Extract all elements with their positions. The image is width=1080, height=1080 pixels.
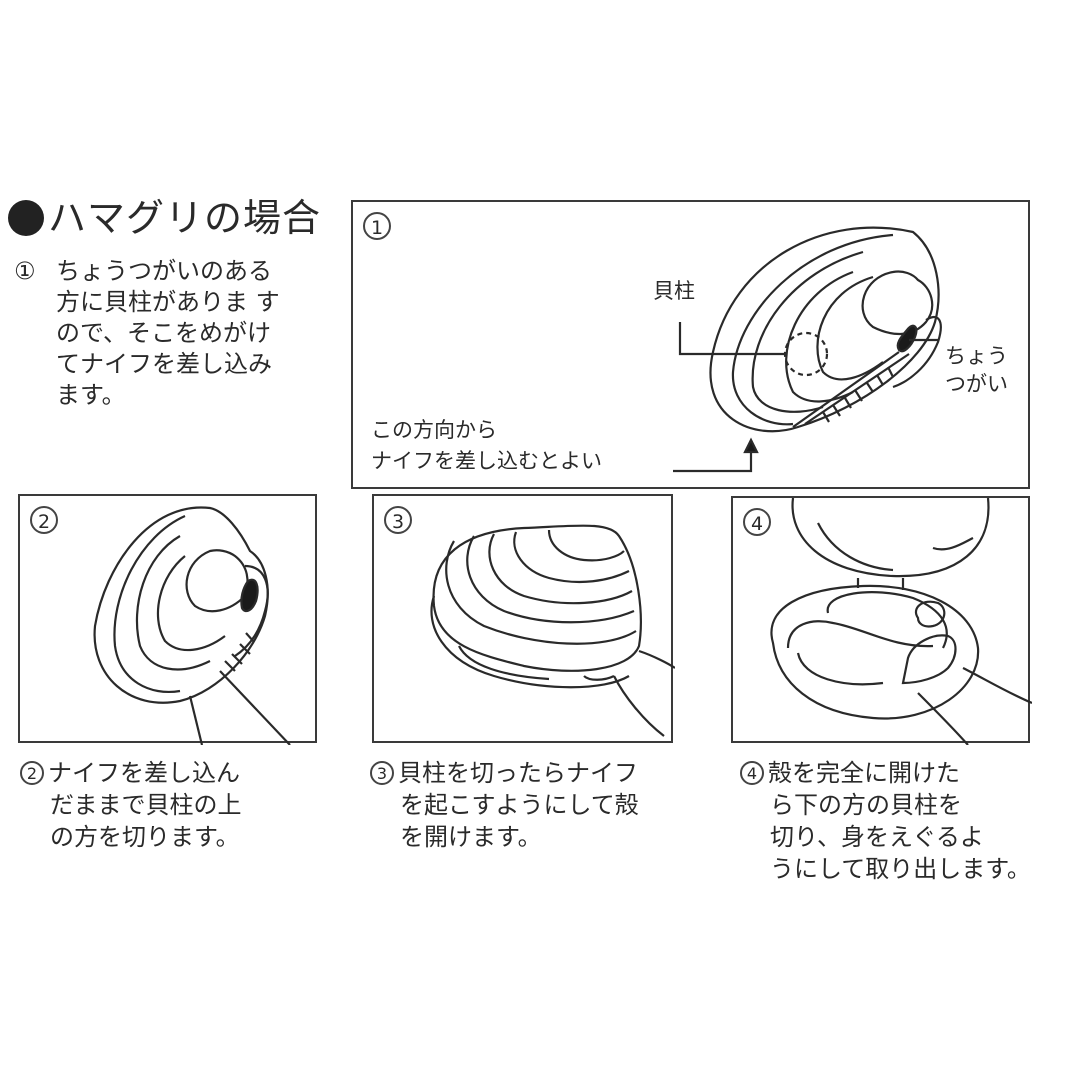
panel-step2: 2 (18, 494, 317, 745)
panel-step4: 4 (731, 496, 1032, 745)
panel-step3: 3 (372, 494, 675, 743)
bullet-icon (8, 200, 44, 236)
clam-knife-insert-illustration (93, 506, 291, 745)
hinge-label: ちょう つがい (945, 344, 1008, 396)
clam-opened-remove-meat-illustration (770, 498, 1032, 745)
step1-line: ます。 (56, 381, 126, 409)
page-title-text: ハマグリの場合 (48, 196, 322, 240)
step1-line: 方に貝柱がありま す (56, 288, 280, 316)
step1-line: ので、そこをめがけ (56, 319, 272, 347)
step1-line: てナイフを差し込み (56, 350, 272, 378)
step1-number: ① (14, 257, 36, 285)
panel-number-badge: 1 (363, 212, 391, 240)
step-number-badge: 3 (370, 761, 394, 785)
panel-step1: 1 貝柱 ちょう つがい この方向から ナイフを差し込むとよい (351, 200, 1030, 489)
clam-hinge-illustration (673, 226, 942, 473)
clam-open-shell-illustration (430, 524, 675, 737)
adductor-label: 貝柱 (653, 279, 695, 303)
panel-number-badge: 2 (30, 506, 58, 534)
step-number-badge: 2 (20, 761, 44, 785)
page-title: ハマグリの場合 (8, 196, 321, 240)
step-number-badge: 4 (740, 761, 764, 785)
panel-number-badge: 3 (384, 506, 412, 534)
panel-number-badge: 4 (743, 508, 771, 536)
knife-direction-label: この方向から ナイフを差し込むとよい (371, 418, 602, 473)
